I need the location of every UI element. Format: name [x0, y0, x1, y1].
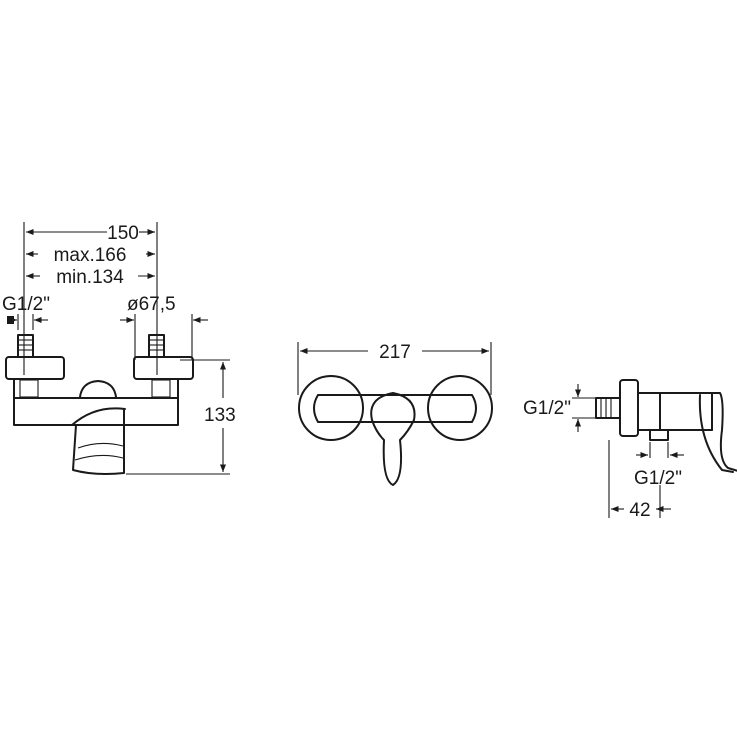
lever-handle [370, 392, 416, 486]
dimension-label-min: min.134 [56, 267, 124, 288]
right-inlet [133, 334, 194, 380]
front-view: 150 max.166 min.134 G1/2" ø67,5 [2, 222, 236, 475]
flange-label: ø67,5 [127, 294, 176, 315]
dimension-133: 133 [204, 362, 236, 472]
top-view: 217 [297, 342, 493, 486]
mixer-body-top [313, 394, 477, 423]
dimension-42: 42 [611, 500, 671, 521]
dimension-150: 150 [26, 223, 155, 244]
dimension-label-217: 217 [379, 342, 411, 363]
outlet-thread-label: G1/2" [634, 468, 682, 489]
inlet-thread-label: G1/2" [2, 294, 50, 315]
dimension-label-150: 150 [107, 223, 139, 244]
mixer-body [13, 378, 179, 475]
dimension-217: 217 [300, 342, 489, 363]
inlet-thread-label: G1/2" [523, 398, 571, 419]
side-view: G1/2" G1/2" 42 [523, 379, 737, 521]
mixer-body-side [637, 392, 737, 473]
left-inlet [5, 334, 65, 380]
right-flange [427, 375, 493, 441]
dimension-max: max.166 [26, 245, 155, 266]
left-flange [298, 375, 364, 441]
dimension-label-42: 42 [629, 500, 650, 521]
dimension-label-max: max.166 [54, 245, 127, 266]
dimension-min: min.134 [26, 267, 155, 288]
dimension-label-133: 133 [204, 405, 236, 426]
wall-connector [595, 379, 639, 437]
